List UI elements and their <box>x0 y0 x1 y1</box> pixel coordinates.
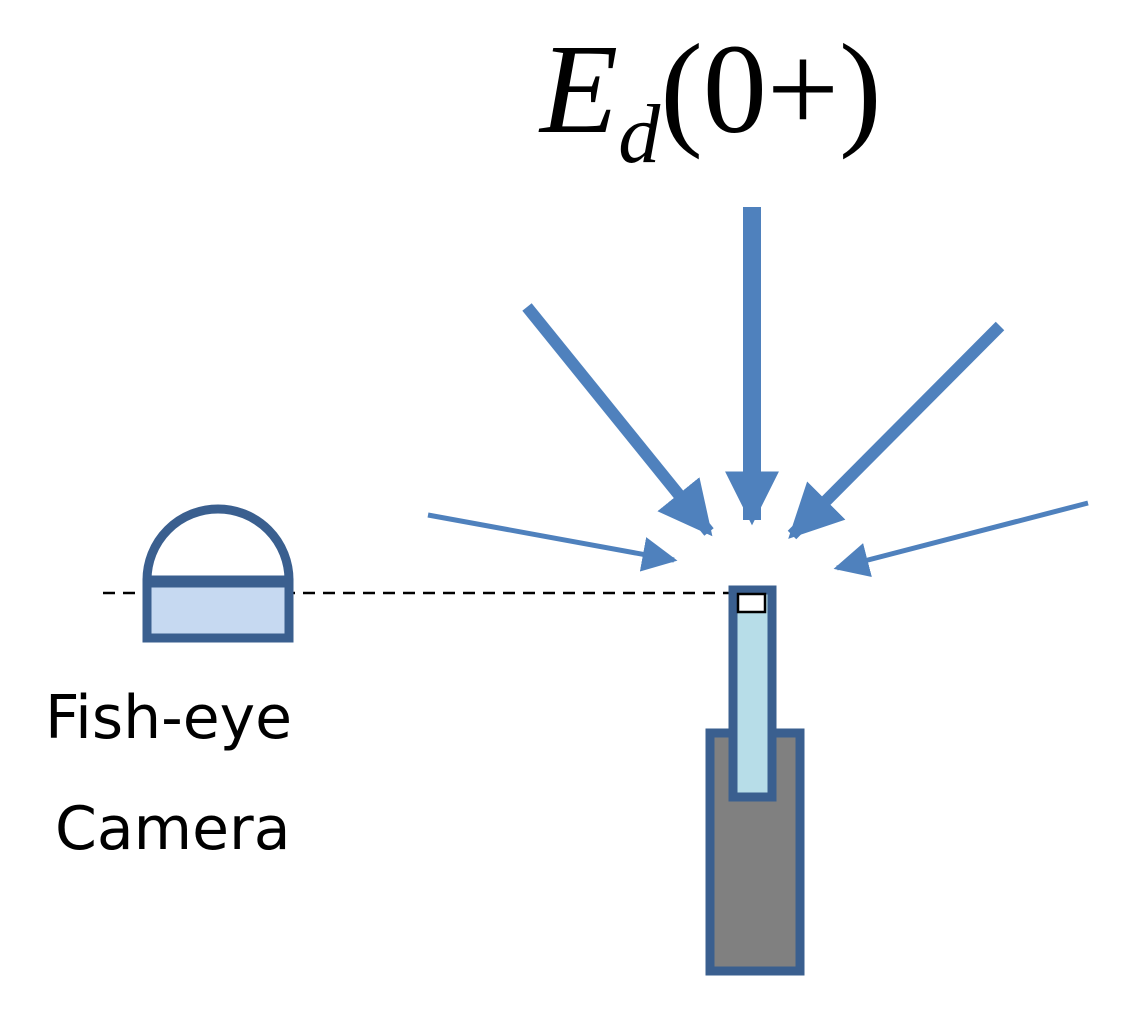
camera-dome <box>142 504 294 585</box>
camera-label-line2: Camera <box>55 794 290 864</box>
fisheye-camera <box>142 504 294 643</box>
arrow-lower-right <box>833 500 1089 578</box>
camera-lens-body <box>142 578 294 643</box>
irradiance-sensor <box>705 585 805 976</box>
formula-subscript: d <box>618 88 661 181</box>
sensor-tube <box>728 585 777 802</box>
arrow-lower-left <box>427 512 678 572</box>
formula-symbol: E <box>538 18 618 160</box>
irradiance-formula: Ed(0+) <box>538 18 882 181</box>
sensor-collector <box>736 592 767 614</box>
formula-argument: (0+) <box>660 18 881 160</box>
arrow-upper-right <box>787 321 1005 540</box>
arrow-upper-left <box>522 303 714 537</box>
camera-label-line1: Fish-eye <box>45 683 292 753</box>
